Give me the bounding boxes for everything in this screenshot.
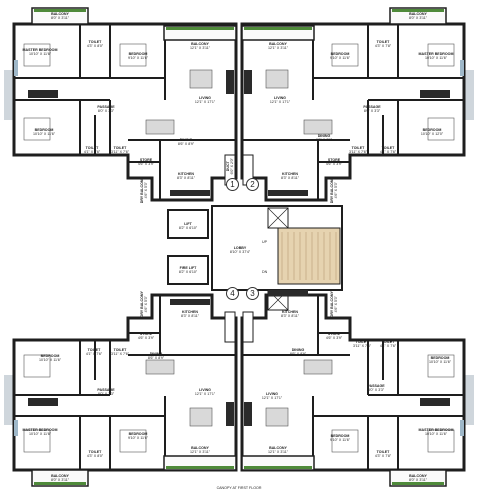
flat-number-2: 2 (246, 178, 259, 191)
canopy-label: CANOPY AT FIRST FLOOR (216, 486, 262, 490)
flat-number-1: 1 (226, 178, 239, 191)
flat-number-3: 3 (246, 287, 259, 300)
flat-number-4: 4 (226, 287, 239, 300)
stair-dn-label: DN (262, 270, 268, 274)
stair-up-label: UP (262, 240, 267, 244)
